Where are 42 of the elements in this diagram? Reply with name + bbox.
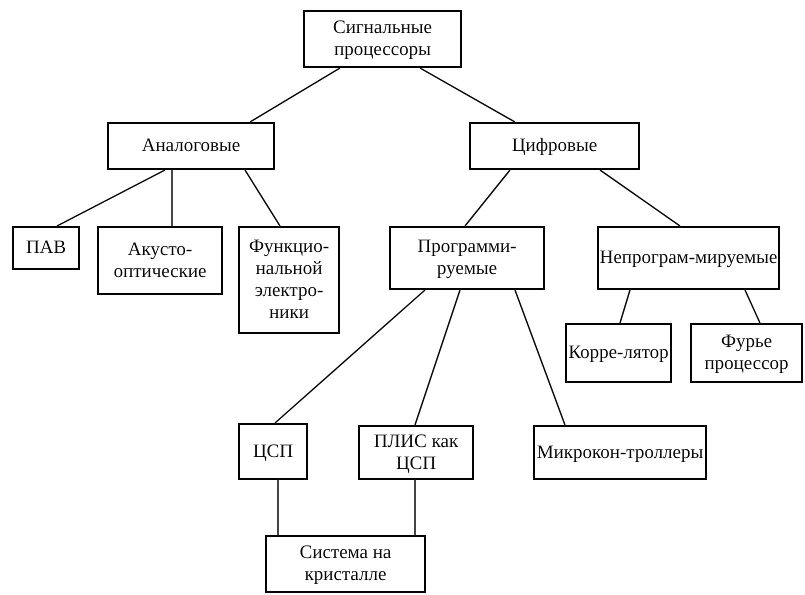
category-box — [265, 535, 426, 593]
box-label: Программи-руемые — [416, 236, 518, 280]
category-box — [565, 323, 672, 383]
category-box — [469, 122, 640, 170]
connector-line — [464, 170, 511, 226]
connector-line — [619, 290, 631, 324]
category-box — [107, 122, 275, 170]
category-box — [238, 423, 308, 480]
box-label: Аналоговые — [142, 135, 240, 157]
connector-line — [744, 290, 761, 324]
category-box — [303, 10, 462, 68]
category-box — [690, 323, 803, 383]
connector-line — [56, 169, 166, 227]
box-label: Функцио-нальной электро-ники — [248, 236, 330, 324]
box-label: Фурье процессор — [703, 331, 790, 375]
box-label: Корре-лятор — [568, 342, 669, 364]
box-label: Акусто-оптические — [112, 238, 208, 282]
connector-line — [600, 169, 680, 227]
box-label: Сигнальные процессоры — [332, 17, 433, 61]
box-label: Система на кристалле — [298, 542, 392, 586]
connector-line — [244, 170, 281, 226]
connector-line — [414, 290, 461, 426]
box-label: ПАВ — [26, 237, 66, 259]
box-label: Микрокон-троллеры — [536, 442, 704, 464]
category-box — [389, 226, 545, 290]
connector-line — [277, 480, 279, 535]
connector-line — [250, 67, 340, 123]
category-box — [597, 226, 780, 290]
category-box — [358, 425, 474, 480]
category-box — [238, 226, 340, 334]
connector-line — [171, 170, 173, 226]
category-box — [12, 226, 80, 270]
connector-line — [420, 67, 516, 123]
connector-line — [514, 290, 566, 426]
category-box — [97, 226, 223, 295]
box-label: Непрограм-мируемые — [600, 247, 778, 269]
connector-line — [414, 480, 416, 535]
category-box — [533, 425, 707, 480]
box-label: ЦСП — [252, 440, 294, 462]
connector-line — [274, 289, 426, 424]
box-label: Цифровые — [512, 135, 598, 157]
box-label: ПЛИС как ЦСП — [372, 430, 460, 474]
